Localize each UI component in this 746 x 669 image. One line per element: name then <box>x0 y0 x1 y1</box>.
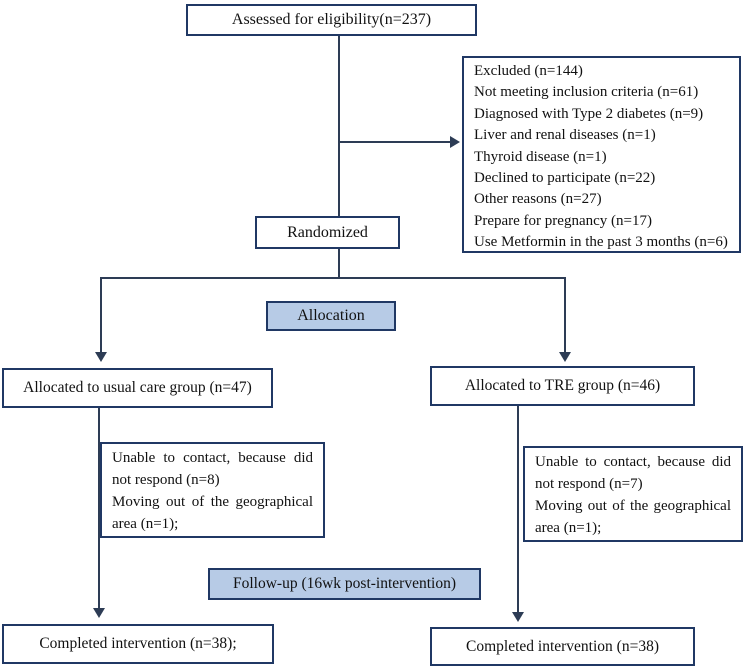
allocated-usual-care-box: Allocated to usual care group (n=47) <box>2 368 273 408</box>
completed-tre-box: Completed intervention (n=38) <box>430 627 695 666</box>
connector-to-excluded <box>339 141 451 143</box>
connector-usual-to-completed <box>98 408 100 610</box>
dropout-tre-box: Unable to contact, because did not respo… <box>523 446 743 542</box>
connector-tre-to-completed <box>517 406 519 614</box>
randomized-box: Randomized <box>255 216 400 249</box>
completed-usual-care-box: Completed intervention (n=38); <box>2 624 274 664</box>
connector-randomized-to-branch <box>338 249 340 278</box>
dropout-usual-care-box: Unable to contact, because did not respo… <box>100 442 325 538</box>
followup-stage-label: Follow-up (16wk post-intervention) <box>208 568 481 600</box>
connector-assessed-to-randomized <box>338 36 340 216</box>
arrowhead-tre-icon <box>559 352 571 362</box>
arrowhead-completed-tre-icon <box>512 612 524 622</box>
connector-branch-to-tre <box>564 277 566 353</box>
connector-branch-horizontal <box>100 277 566 279</box>
arrowhead-usual-icon <box>95 352 107 362</box>
allocation-stage-label: Allocation <box>266 301 396 331</box>
allocated-tre-box: Allocated to TRE group (n=46) <box>430 366 695 406</box>
excluded-box: Excluded (n=144) Not meeting inclusion c… <box>462 56 741 253</box>
arrowhead-excluded-icon <box>450 136 460 148</box>
assessed-eligibility-box: Assessed for eligibility(n=237) <box>186 4 477 36</box>
arrowhead-completed-usual-icon <box>93 608 105 618</box>
connector-branch-to-usual <box>100 277 102 353</box>
